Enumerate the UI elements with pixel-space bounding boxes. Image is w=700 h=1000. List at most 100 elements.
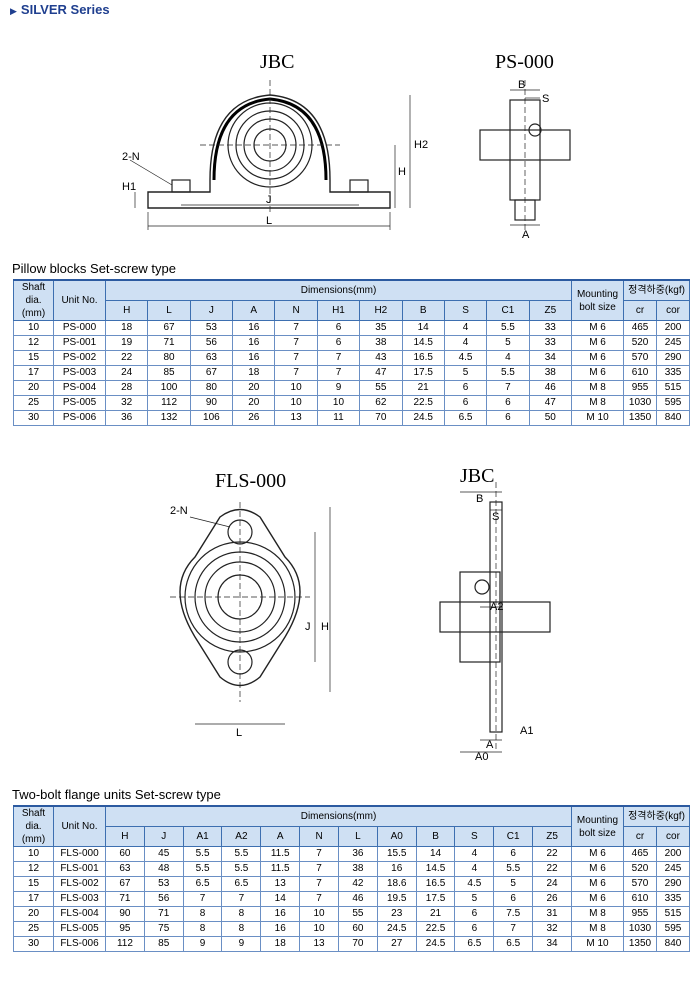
table-cell: 45 (143, 846, 184, 862)
table-cell: 7 (299, 861, 339, 877)
table-cell: 24 (532, 876, 572, 892)
table-cell: 85 (147, 365, 191, 381)
table-cell: 17.5 (415, 891, 456, 907)
table-cell: PS-006 (53, 410, 106, 426)
table-cell: 200 (656, 846, 690, 862)
table-cell: 570 (623, 350, 658, 366)
label-a2-flange: A2 (490, 601, 503, 613)
table-cell: M 10 (571, 936, 624, 952)
table-cell: 465 (623, 320, 658, 336)
table-cell: 200 (656, 320, 691, 336)
table-cell: 7 (221, 891, 262, 907)
pillow-table-caption: Pillow blocks Set-screw type (12, 261, 176, 276)
table-cell: M 10 (571, 410, 625, 426)
label-h1: H1 (122, 181, 136, 193)
table-cell: 14.5 (415, 861, 456, 877)
table-cell: 290 (656, 350, 691, 366)
table-cell: 6.5 (454, 936, 495, 952)
table-cell: 5.5 (486, 320, 530, 336)
table-cell: 610 (623, 891, 657, 907)
table-cell: 19.5 (376, 891, 417, 907)
table-cell: 60 (337, 921, 378, 937)
table-cell: 1030 (623, 921, 657, 937)
table-cell: 1350 (623, 936, 657, 952)
table-cell: 6.5 (493, 936, 534, 952)
table-cell: 22.5 (415, 921, 456, 937)
table-cell: FLS-004 (53, 906, 106, 922)
table-cell: M 8 (571, 921, 624, 937)
table-cell: 8 (182, 906, 223, 922)
table-cell: 22 (104, 350, 149, 366)
table-cell: 570 (623, 876, 657, 892)
table-cell: M 6 (571, 320, 625, 336)
label-b: B (518, 79, 525, 91)
table-cell: 9 (221, 936, 262, 952)
table-cell: 13 (299, 936, 339, 952)
table-cell: 9 (316, 380, 361, 396)
table-cell: 20 (232, 380, 276, 396)
pillow-drawing-right-title: PS-000 (495, 51, 554, 73)
label-s-flange: S (492, 511, 499, 523)
table-cell: 38 (337, 861, 378, 877)
table-cell: 20 (13, 906, 54, 922)
table-cell: 520 (623, 861, 657, 877)
flange-drawing-right-title: JBC (460, 465, 494, 487)
dimension-column-header: B (415, 826, 456, 847)
pillow-block-drawing: JBC PS-000 2-N H1 H2 H J L B S A (122, 51, 571, 241)
table-cell: 595 (656, 921, 690, 937)
dimension-column-header: B (401, 300, 445, 321)
table-cell: 14 (260, 891, 301, 907)
flange-unit-drawing: FLS-000 JBC 2-N J H L B S A2 A1 A A0 (170, 465, 551, 762)
table-cell: 30 (13, 410, 54, 426)
table-cell: 7 (299, 876, 339, 892)
dimension-column-header: A2 (221, 826, 262, 847)
table-cell: 33 (528, 335, 573, 351)
table-cell: PS-005 (53, 395, 106, 411)
table-cell: FLS-003 (53, 891, 106, 907)
dimension-column-header: A1 (182, 826, 223, 847)
table-cell: 16 (376, 861, 417, 877)
table-cell: 56 (189, 335, 234, 351)
table-cell: 6 (443, 380, 488, 396)
dimensions-header: Dimensions(mm) (104, 279, 573, 302)
table-cell: 70 (359, 410, 403, 426)
table-cell: 22 (532, 846, 572, 862)
table-cell: PS-004 (53, 380, 106, 396)
table-cell: 6.5 (443, 410, 488, 426)
dimension-column-header: A0 (376, 826, 417, 847)
table-cell: FLS-006 (53, 936, 106, 952)
table-cell: 112 (105, 936, 145, 952)
table-cell: FLS-000 (53, 846, 106, 862)
label-l: L (266, 215, 272, 227)
table-cell: 71 (143, 906, 184, 922)
load-column-header: cr (623, 826, 657, 847)
label-a: A (522, 229, 530, 241)
table-cell: 17 (13, 365, 54, 381)
dimension-column-header: H (105, 826, 145, 847)
dimension-column-header: L (147, 300, 191, 321)
table-cell: 46 (337, 891, 378, 907)
table-cell: 63 (189, 350, 234, 366)
table-cell: 8 (221, 921, 262, 937)
table-cell: 47 (528, 395, 573, 411)
table-cell: 6 (454, 921, 495, 937)
table-cell: 6.5 (221, 876, 262, 892)
table-cell: 14 (401, 320, 445, 336)
table-cell: 18.6 (376, 876, 417, 892)
table-cell: FLS-005 (53, 921, 106, 937)
table-cell: 6 (493, 846, 534, 862)
table-cell: 25 (13, 395, 54, 411)
table-cell: 28 (104, 380, 149, 396)
table-cell: 15 (13, 876, 54, 892)
